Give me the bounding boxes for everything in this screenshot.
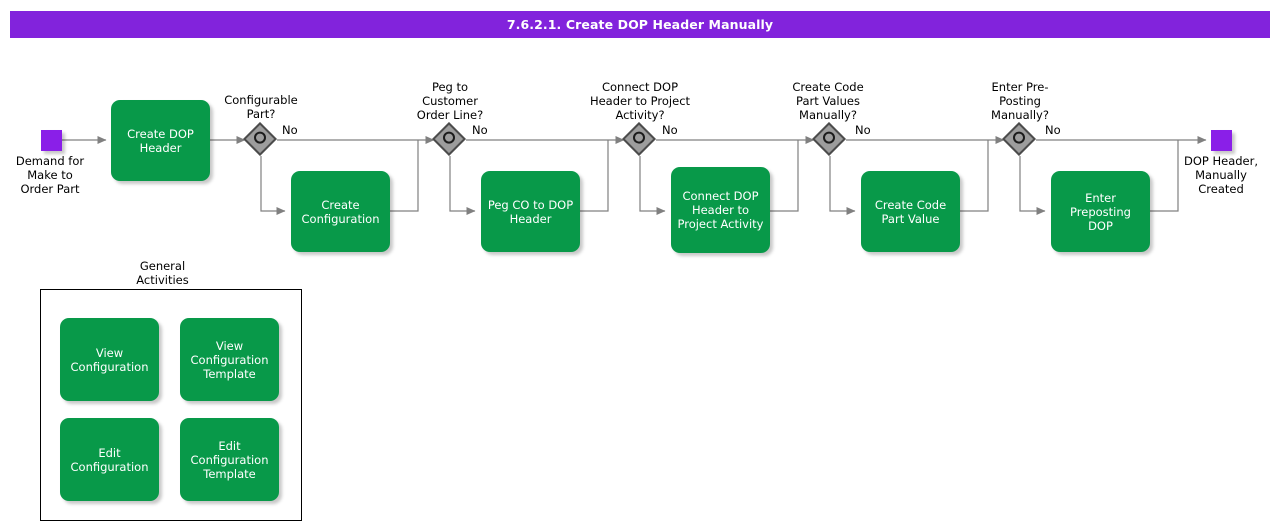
page-title: 7.6.2.1. Create DOP Header Manually [10, 11, 1270, 38]
wire-connect-dop-rejoin [770, 140, 799, 212]
task-view-configuration-template[interactable]: View Configuration Template [180, 318, 279, 401]
gateway-peg-customer-order[interactable] [432, 122, 466, 156]
end-event-label: DOP Header, Manually Created [1183, 154, 1259, 196]
wire-create-code-rejoin [960, 140, 989, 212]
gateway-configurable-part[interactable] [243, 122, 277, 156]
task-create-dop-header[interactable]: Create DOP Header [111, 100, 210, 181]
wire-gw2-yes-to-peg-co [449, 156, 476, 215]
gateway-connect-project-label: Connect DOP Header to Project Activity? [589, 80, 691, 122]
task-edit-configuration-template[interactable]: Edit Configuration Template [180, 418, 279, 501]
wire-create-config-rejoin [390, 140, 419, 212]
gateway-diamond-icon [432, 122, 466, 156]
gateway-diamond-icon [1002, 122, 1036, 156]
wire-gw3-yes-to-connect-dop [639, 156, 666, 215]
gateway-peg-customer-order-no-label: No [472, 123, 488, 137]
start-event[interactable] [41, 130, 62, 151]
gateway-enter-preposting-label: Enter Pre- Posting Manually? [991, 80, 1049, 122]
gateway-create-code-part-label: Create Code Part Values Manually? [792, 80, 864, 122]
gateway-configurable-part-label: Configurable Part? [224, 93, 298, 121]
task-enter-preposting-dop[interactable]: Enter Preposting DOP [1051, 171, 1150, 252]
task-peg-co-to-dop-header[interactable]: Peg CO to DOP Header [481, 171, 580, 252]
gateway-connect-project-no-label: No [662, 123, 678, 137]
wire-gw5-yes-to-enter-preposting [1019, 156, 1046, 215]
wire-peg-co-rejoin [580, 140, 609, 212]
gateway-enter-preposting[interactable] [1002, 122, 1036, 156]
gateway-connect-project[interactable] [622, 122, 656, 156]
gateway-create-code-part-no-label: No [855, 123, 871, 137]
gateway-enter-preposting-no-label: No [1045, 123, 1061, 137]
gateway-diamond-icon [622, 122, 656, 156]
task-connect-dop-header-to-project-activity[interactable]: Connect DOP Header to Project Activity [671, 167, 770, 253]
task-create-code-part-value[interactable]: Create Code Part Value [861, 171, 960, 252]
gateway-diamond-icon [812, 122, 846, 156]
general-activities-title: General Activities [136, 259, 189, 287]
wire-gw4-yes-to-create-code [829, 156, 856, 215]
start-event-label: Demand for Make to Order Part [15, 154, 85, 196]
gateway-peg-customer-order-label: Peg to Customer Order Line? [416, 80, 484, 122]
task-edit-configuration[interactable]: Edit Configuration [60, 418, 159, 501]
task-view-configuration[interactable]: View Configuration [60, 318, 159, 401]
gateway-configurable-part-no-label: No [282, 123, 298, 137]
task-create-configuration[interactable]: Create Configuration [291, 171, 390, 252]
wire-gw1-yes-to-create-config [260, 156, 286, 215]
end-event[interactable] [1211, 130, 1232, 151]
gateway-create-code-part[interactable] [812, 122, 846, 156]
gateway-diamond-icon [243, 122, 277, 156]
